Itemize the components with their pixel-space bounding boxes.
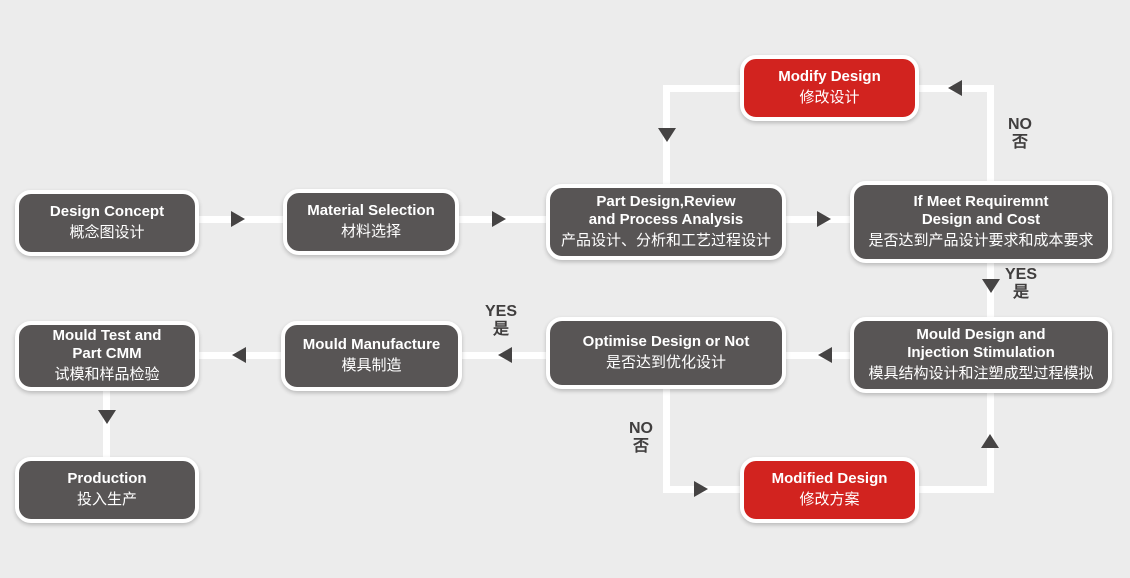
node-design-concept: Design Concept 概念图设计 — [15, 190, 199, 256]
node-modify-design: Modify Design 修改设计 — [740, 55, 919, 121]
node-title-en: Mould Design and Injection Stimulation — [907, 326, 1055, 362]
node-title-en: Mould Manufacture — [302, 336, 441, 354]
node-title-zh: 试模和样品检验 — [54, 365, 160, 383]
node-title-zh: 修改设计 — [799, 88, 860, 106]
node-title-zh: 产品设计、分析和工艺过程设计 — [560, 231, 771, 249]
connector-modifieddesign-right — [919, 486, 994, 493]
arrow-left-icon — [232, 347, 246, 363]
node-title-zh: 概念图设计 — [69, 223, 145, 241]
node-title-en: If Meet Requiremnt Design and Cost — [913, 193, 1049, 229]
node-title-zh: 修改方案 — [799, 490, 860, 508]
label-no-top: NO 否 — [1008, 116, 1032, 152]
arrow-down-icon — [98, 410, 116, 424]
node-title-en: Mould Test and Part CMM — [52, 327, 162, 363]
node-title-en: Design Concept — [49, 203, 165, 221]
node-material-selection: Material Selection 材料选择 — [283, 189, 459, 255]
node-title-zh: 模具制造 — [341, 356, 402, 374]
arrow-right-icon — [694, 481, 708, 497]
node-mould-design: Mould Design and Injection Stimulation 模… — [850, 317, 1112, 393]
arrow-down-icon — [658, 128, 676, 142]
arrow-up-icon — [981, 434, 999, 448]
connector-modifydesign-left — [663, 85, 740, 92]
node-title-en: Modified Design — [771, 470, 888, 488]
node-optimise-design: Optimise Design or Not 是否达到优化设计 — [546, 317, 786, 389]
node-title-zh: 材料选择 — [340, 222, 401, 240]
arrow-right-icon — [231, 211, 245, 227]
connector-ifmeet-up-no — [987, 85, 994, 182]
label-yes-right: YES 是 — [1004, 266, 1037, 302]
node-title-en: Optimise Design or Not — [582, 333, 750, 351]
node-part-design-review: Part Design,Review and Process Analysis … — [546, 184, 786, 260]
node-title-zh: 是否达到优化设计 — [605, 353, 726, 371]
node-production: Production 投入生产 — [15, 457, 199, 523]
arrow-right-icon — [492, 211, 506, 227]
label-no-bottom: NO 否 — [629, 420, 653, 456]
node-title-zh: 投入生产 — [76, 490, 137, 508]
connector-mouldtest-to-production — [103, 390, 110, 458]
node-mould-manufacture: Mould Manufacture 模具制造 — [281, 321, 462, 391]
node-title-en: Production — [67, 470, 147, 488]
node-modified-design: Modified Design 修改方案 — [740, 457, 919, 523]
node-title-zh: 模具结构设计和注塑成型过程模拟 — [868, 364, 1094, 382]
node-mould-test: Mould Test and Part CMM 试模和样品检验 — [15, 321, 199, 391]
connector-optimise-down-no — [663, 388, 670, 493]
arrow-right-icon — [817, 211, 831, 227]
label-yes-left: YES 是 — [484, 303, 517, 339]
node-title-zh: 是否达到产品设计要求和成本要求 — [868, 231, 1094, 249]
node-if-meet-requirement: If Meet Requiremnt Design and Cost 是否达到产… — [850, 181, 1112, 263]
node-title-en: Material Selection — [307, 202, 435, 220]
node-title-en: Part Design,Review and Process Analysis — [588, 193, 744, 229]
arrow-left-icon — [818, 347, 832, 363]
arrow-down-icon — [982, 279, 1000, 293]
arrow-left-icon — [948, 80, 962, 96]
arrow-left-icon — [498, 347, 512, 363]
node-title-en: Modify Design — [778, 68, 881, 86]
